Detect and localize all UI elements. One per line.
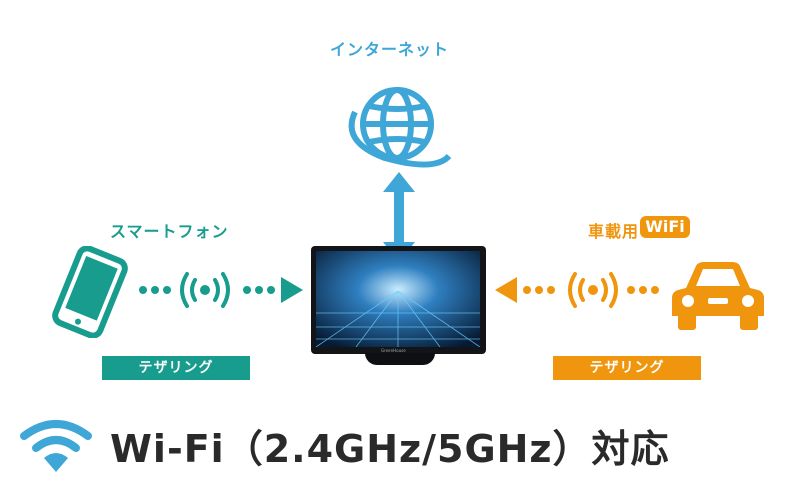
car-signal-arrow [493, 262, 663, 318]
display-screen [316, 251, 480, 347]
wifi-logo-badge: WiFi [640, 216, 690, 238]
car-tethering-badge: テザリング [553, 356, 701, 380]
car-label: 車載用 [588, 218, 639, 242]
wifi-logo-text: WiFi [645, 217, 685, 236]
smartphone-label: スマートフォン [110, 218, 229, 242]
internet-label: インターネット [330, 36, 449, 60]
display-monitor: GreenHouse [311, 246, 486, 354]
globe-icon [345, 72, 455, 182]
wifi-icon [18, 418, 94, 476]
wifi-support-headline: Wi-Fi（2.4GHz/5GHz）対応 [110, 418, 670, 473]
smartphone-icon [40, 246, 140, 338]
car-icon [668, 258, 768, 334]
display-stand [365, 353, 435, 365]
smartphone-tethering-badge: テザリング [102, 356, 250, 380]
smartphone-signal-arrow [135, 262, 305, 318]
